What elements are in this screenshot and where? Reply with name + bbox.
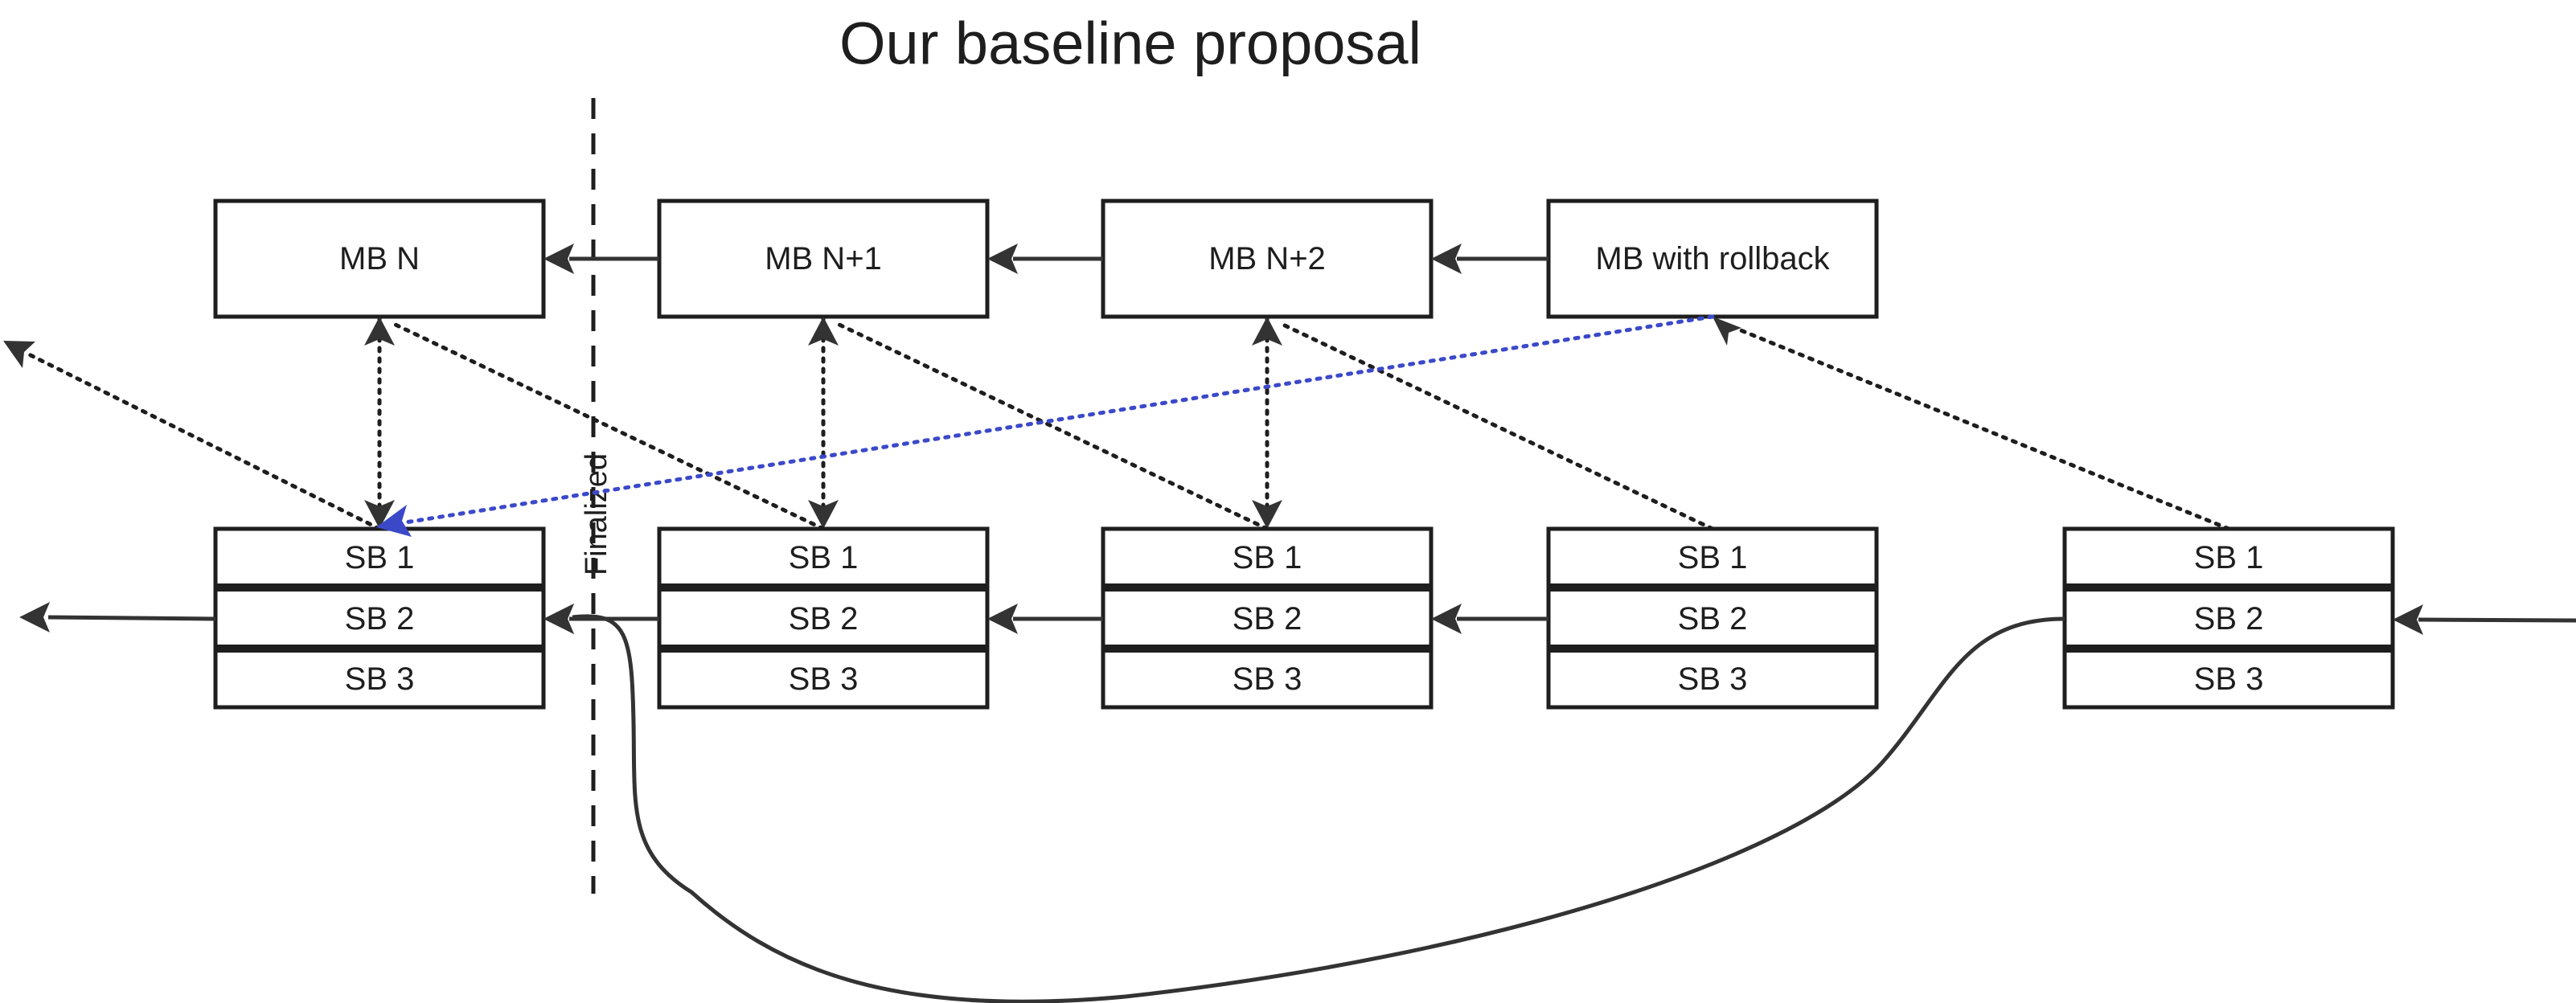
sub-block-3-label: SB 3 xyxy=(1233,661,1302,697)
rollback-link-arrowhead xyxy=(376,505,412,537)
sub-block-1-label: SB 1 xyxy=(789,540,859,575)
main-block-label: MB N xyxy=(339,241,420,276)
sub-block-group-4[interactable]: SB 1 SB 2 SB 3 xyxy=(1546,526,1879,710)
sub-block-group-2[interactable]: SB 1 SB 2 SB 3 xyxy=(657,526,990,710)
main-block-n-plus-1[interactable]: MB N+1 xyxy=(657,199,990,319)
sub-block-2-label: SB 2 xyxy=(1233,601,1302,637)
arrow-sb-group1-left xyxy=(47,615,216,621)
sub-block-group-box xyxy=(657,526,990,710)
main-chain-arrows xyxy=(544,244,1548,274)
sub-block-2-label: SB 2 xyxy=(2194,601,2264,637)
arrowhead xyxy=(544,244,574,274)
arrowhead xyxy=(1431,244,1462,274)
sub-block-group-1[interactable]: SB 1 SB 2 SB 3 xyxy=(213,526,546,710)
sub-block-group-5[interactable]: SB 1 SB 2 SB 3 xyxy=(2062,526,2395,710)
dotted-sb-group5-to-mb-rollback xyxy=(1725,322,2231,531)
arrowhead xyxy=(987,604,1018,634)
main-block-n[interactable]: MB N xyxy=(213,199,546,319)
dotted-sb-group1-to-prior-mb xyxy=(22,350,382,531)
arrowhead xyxy=(364,500,395,529)
arrowhead xyxy=(2393,604,2423,635)
arrowhead xyxy=(1713,317,1741,346)
arrowhead xyxy=(364,317,395,346)
sub-block-1-label: SB 1 xyxy=(1678,540,1748,575)
sub-block-3-label: SB 3 xyxy=(1678,661,1748,697)
sub-block-3-label: SB 3 xyxy=(789,661,859,697)
sub-block-1-label: SB 1 xyxy=(345,540,415,575)
sub-block-group-3[interactable]: SB 1 SB 2 SB 3 xyxy=(1101,526,1434,710)
sub-block-group-box xyxy=(1546,526,1879,710)
sub-block-2-label: SB 2 xyxy=(789,601,859,637)
sub-block-2-label: SB 2 xyxy=(1678,601,1748,637)
main-block-label: MB N+1 xyxy=(765,241,882,276)
arrowhead xyxy=(1252,500,1282,529)
main-block-n-plus-2[interactable]: MB N+2 xyxy=(1101,199,1434,319)
sub-block-1-label: SB 1 xyxy=(1233,540,1302,575)
dotted-links xyxy=(3,314,2231,537)
dotted-sb-group4-to-mb-n2 xyxy=(1281,322,1715,531)
diagram-title: Our baseline proposal xyxy=(839,10,1421,77)
sub-block-3-label: SB 3 xyxy=(345,661,415,697)
arrowhead xyxy=(808,500,839,529)
arrowhead xyxy=(1252,317,1282,346)
arrowhead xyxy=(19,602,50,633)
arrowhead xyxy=(987,244,1018,274)
sub-block-3-label: SB 3 xyxy=(2194,661,2264,697)
sub-block-1-label: SB 1 xyxy=(2194,540,2264,575)
arrowhead xyxy=(544,604,574,634)
arrowhead xyxy=(1431,604,1462,634)
main-block-with-rollback[interactable]: MB with rollback xyxy=(1546,199,1879,319)
main-block-label: MB with rollback xyxy=(1595,241,1830,276)
sub-chain-arrows xyxy=(19,602,2576,1003)
finalized-label: Finalized xyxy=(580,453,613,575)
rollback-curve-arrow xyxy=(572,614,2065,1003)
main-block-label: MB N+2 xyxy=(1208,241,1326,276)
arrowhead xyxy=(808,317,839,346)
arrowhead xyxy=(3,341,35,368)
sub-block-2-label: SB 2 xyxy=(345,601,415,637)
dotted-sb-group3-to-mb-n1 xyxy=(837,322,1270,531)
dotted-rollback-link xyxy=(403,314,1715,525)
main-block-box xyxy=(657,199,990,319)
